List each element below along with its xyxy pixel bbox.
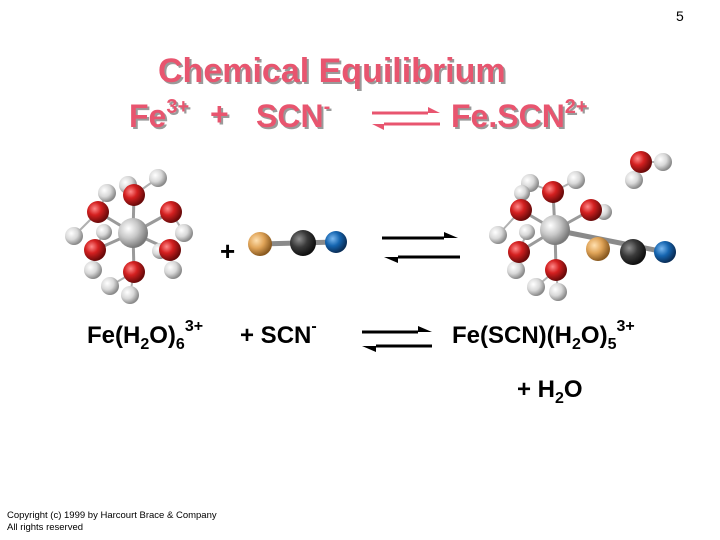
sulfur-atom	[586, 237, 610, 261]
hexaaquairon-molecule	[65, 169, 193, 304]
product-complex-sub-2: 5	[607, 336, 617, 353]
hydrogen-atom	[527, 278, 545, 296]
header-reactant-fe: Fe3+	[129, 96, 189, 135]
product-complex-charge: 3+	[616, 318, 635, 335]
hydrogen-atom	[65, 227, 83, 245]
sulfur-atom	[248, 232, 272, 256]
reactant-scn-text: + SCN	[240, 322, 312, 349]
nitrogen-atom	[654, 241, 676, 263]
iron-atom	[540, 215, 570, 245]
hydrogen-atom	[175, 224, 193, 242]
header-fe-text: Fe	[129, 98, 167, 134]
water-sub: 2	[555, 390, 564, 407]
molecule-plus-sign: +	[220, 236, 236, 266]
hydrogen-atom	[489, 226, 507, 244]
header-product: Fe.SCN2+	[451, 96, 588, 135]
hydrogen-atom	[121, 286, 139, 304]
header-scn-charge: -	[323, 96, 331, 118]
reactant-complex-sub-1: 2	[140, 336, 150, 353]
reactant-scn-formula: + SCN-	[240, 318, 317, 350]
copyright-line-1: Copyright (c) 1999 by Harcourt Brace & C…	[7, 510, 217, 521]
product-complex-text-2: O)	[580, 322, 608, 349]
nitrogen-atom	[325, 231, 347, 253]
oxygen-atom	[580, 199, 602, 221]
hydrogen-atom	[567, 171, 585, 189]
reactant-complex-sub-2: 6	[175, 336, 185, 353]
header-product-charge: 2+	[564, 96, 588, 118]
hydrogen-atom	[96, 224, 112, 240]
molecule-equilibrium-arrows	[382, 232, 460, 263]
copyright-line-2: All rights reserved	[7, 522, 84, 533]
water-molecule	[625, 151, 672, 189]
hydrogen-atom	[514, 185, 530, 201]
carbon-atom	[290, 230, 316, 256]
oxygen-atom	[123, 184, 145, 206]
hydrogen-atom	[507, 261, 525, 279]
hydrogen-atom	[549, 283, 567, 301]
hydrogen-atom	[164, 261, 182, 279]
reactant-complex-charge: 3+	[184, 318, 204, 335]
product-complex-text-1: Fe(SCN)(H	[452, 322, 572, 349]
header-equilibrium-arrows	[372, 107, 440, 130]
header-reactant-scn: SCN-	[256, 96, 330, 135]
oxygen-atom	[508, 241, 530, 263]
header-product-text: Fe.SCN	[451, 98, 565, 134]
hydrogen-atom	[519, 224, 535, 240]
oxygen-atom	[630, 151, 652, 173]
formula-equilibrium-arrows	[362, 326, 432, 352]
slide-title: Chemical Equilibrium	[158, 52, 506, 90]
reactant-scn-charge: -	[311, 318, 317, 335]
header-scn-text: SCN	[256, 98, 324, 134]
water-plus-text: + H	[517, 376, 556, 403]
water-product-formula: + H2O	[517, 376, 583, 408]
oxygen-atom	[87, 201, 109, 223]
reactant-complex-text-1: Fe(H	[87, 322, 141, 349]
hydrogen-atom	[654, 153, 672, 171]
reactant-complex-text-2: O)	[149, 322, 176, 349]
oxygen-atom	[160, 201, 182, 223]
copyright-notice: Copyright (c) 1999 by Harcourt Brace & C…	[7, 510, 217, 534]
carbon-atom	[620, 239, 646, 265]
oxygen-atom	[542, 181, 564, 203]
header-fe-charge: 3+	[166, 96, 190, 118]
hydrogen-atom	[101, 277, 119, 295]
slide-number: 5	[676, 8, 684, 24]
hydrogen-atom	[98, 184, 116, 202]
hydrogen-atom	[84, 261, 102, 279]
thiocyanatoiron-molecule	[489, 171, 676, 301]
hydrogen-atom	[625, 171, 643, 189]
iron-atom	[118, 218, 148, 248]
water-o-text: O	[563, 376, 583, 403]
oxygen-atom	[84, 239, 106, 261]
oxygen-atom	[159, 239, 181, 261]
thiocyanate-ion	[248, 230, 347, 256]
oxygen-atom	[510, 199, 532, 221]
reactant-complex-formula: Fe(H2O)63+	[87, 318, 203, 354]
hydrogen-atom	[149, 169, 167, 187]
product-complex-formula: Fe(SCN)(H2O)53+	[452, 318, 635, 354]
product-complex-sub-1: 2	[572, 336, 581, 353]
oxygen-atom	[545, 259, 567, 281]
header-plus: +	[210, 96, 229, 132]
oxygen-atom	[123, 261, 145, 283]
